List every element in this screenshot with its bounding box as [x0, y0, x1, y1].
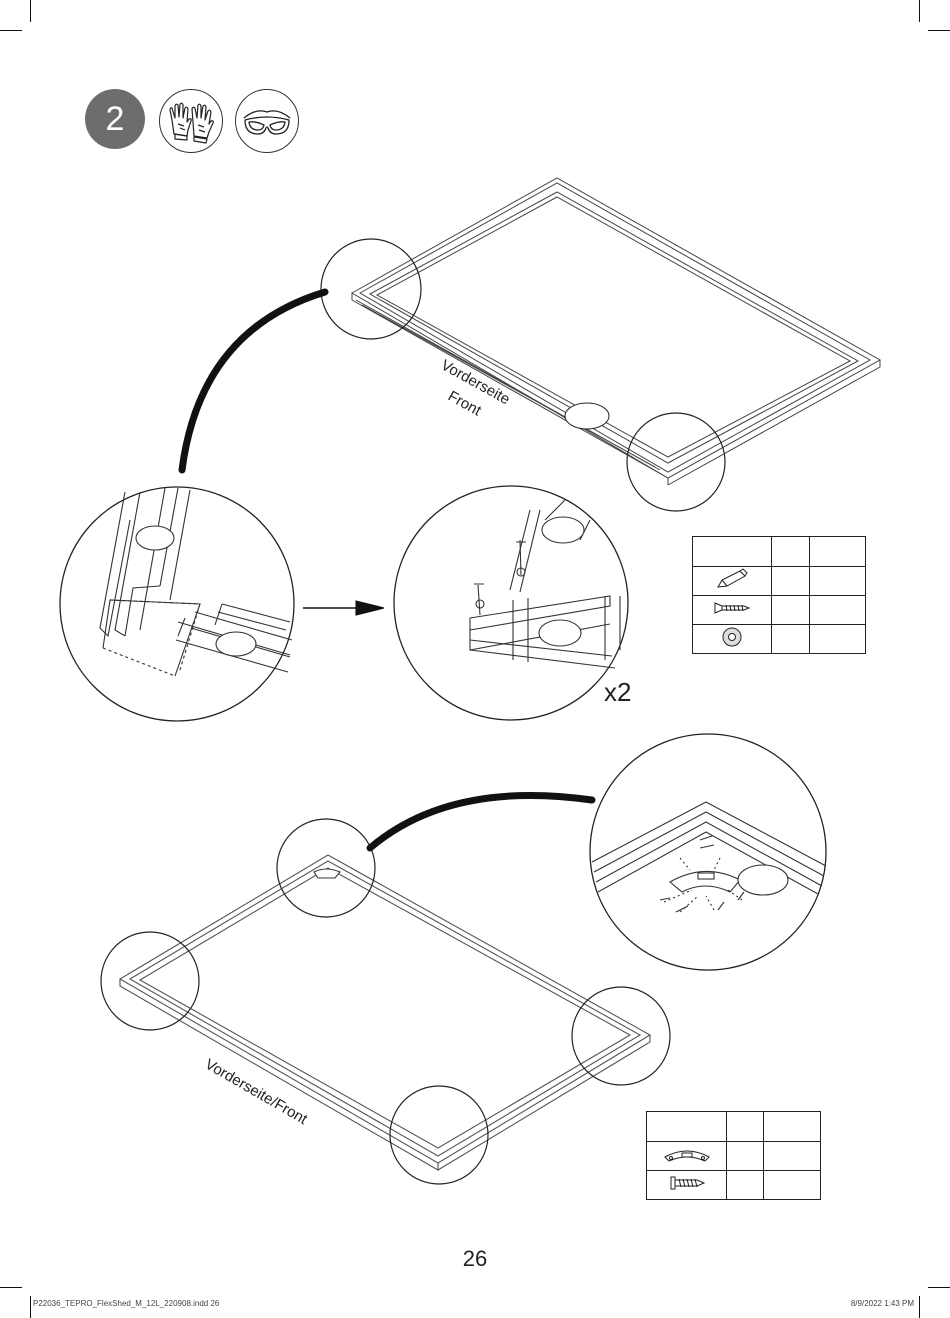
- table-cell: [810, 625, 866, 654]
- table-row: [647, 1142, 821, 1171]
- table-cell: [810, 596, 866, 625]
- corner-bracket-icon: [647, 1142, 727, 1171]
- table-cell: [727, 1171, 764, 1200]
- table-cell: [764, 1142, 821, 1171]
- label-oval: [539, 620, 581, 646]
- bracket-corner-drawing: [592, 802, 826, 912]
- table-row: [693, 625, 866, 654]
- pencil-icon: [693, 567, 772, 596]
- exploded-detail-circle: [60, 487, 294, 721]
- table-header-cell: [764, 1112, 821, 1142]
- table-header-cell: [772, 537, 810, 567]
- washer-icon: [693, 625, 772, 654]
- exploded-beam-drawing: [100, 488, 292, 676]
- parts-table-2: [646, 1111, 821, 1200]
- multiplier-label: x2: [604, 677, 631, 707]
- parts-table-1: [692, 536, 866, 654]
- table-cell: [772, 596, 810, 625]
- table-row: [647, 1171, 821, 1200]
- table-header-cell: [647, 1112, 727, 1142]
- table-row: [693, 596, 866, 625]
- table-row: [693, 567, 866, 596]
- label-oval: [216, 632, 256, 656]
- top-frame-drawing: [352, 178, 880, 485]
- page-number: 26: [0, 1246, 950, 1272]
- corner-detail-callout: [101, 932, 199, 1030]
- bracket-detail-circle: [590, 734, 826, 970]
- label-oval: [738, 865, 788, 895]
- label-oval: [565, 403, 609, 429]
- table-cell: [772, 567, 810, 596]
- label-oval: [136, 526, 174, 550]
- table-header-cell: [727, 1112, 764, 1142]
- table-cell: [772, 625, 810, 654]
- corner-detail-callout: [277, 819, 375, 917]
- label-oval: [542, 517, 584, 543]
- footer-date: 8/9/2022 1:43 PM: [851, 1299, 914, 1308]
- table-cell: [764, 1171, 821, 1200]
- detail-connector: [370, 795, 592, 848]
- table-header-cell: [693, 537, 772, 567]
- corner-detail-callout: [321, 239, 421, 339]
- wood-screw-icon: [647, 1171, 727, 1200]
- table-header-cell: [810, 537, 866, 567]
- footer-file-name: P22036_TEPRO_FlexShed_M_12L_220908.indd …: [33, 1299, 219, 1308]
- assembled-detail-circle: [394, 486, 628, 720]
- screw-icon: [693, 596, 772, 625]
- detail-connector: [182, 292, 325, 470]
- table-cell: [727, 1142, 764, 1171]
- corner-detail-callout: [572, 987, 670, 1085]
- table-cell: [810, 567, 866, 596]
- bottom-frame-drawing: [120, 855, 650, 1170]
